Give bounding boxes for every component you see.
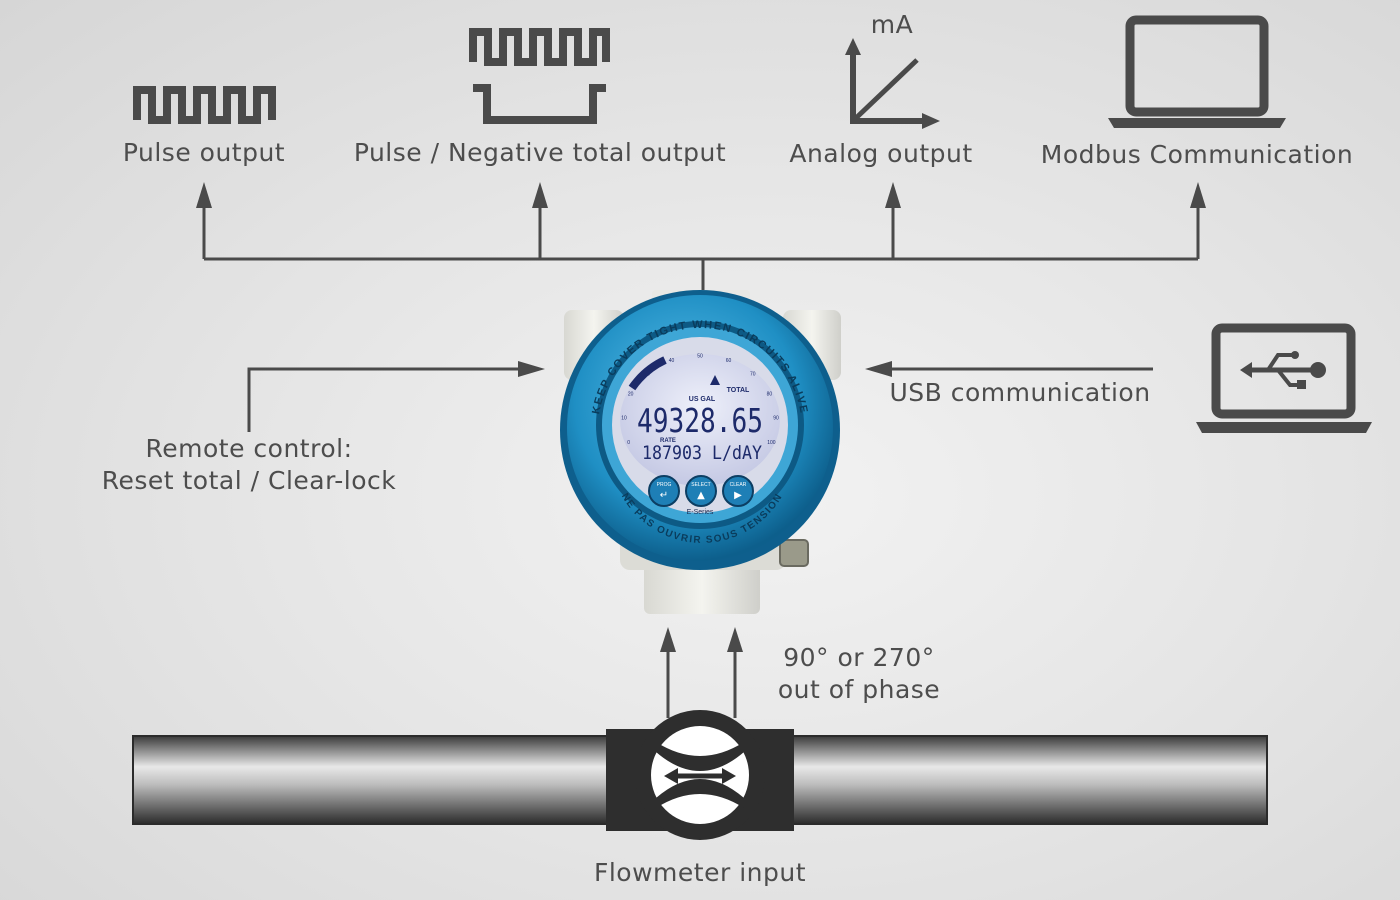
analog-graph-icon bbox=[845, 38, 940, 129]
flowmeter-signal-arrows bbox=[660, 627, 743, 718]
remote-control-label: Remote control: bbox=[145, 434, 353, 463]
scale-tick-label: 20 bbox=[628, 392, 634, 398]
remote-control-arrow bbox=[247, 361, 545, 432]
display-rate-label: RATE bbox=[660, 438, 676, 444]
bargraph-indicator bbox=[628, 356, 667, 391]
pulse-output-label: Pulse output bbox=[122, 138, 286, 167]
modbus-label: Modbus Communication bbox=[1040, 140, 1354, 169]
device-button-label: PROG bbox=[657, 482, 672, 488]
device-button-symbol-icon: ↵ bbox=[660, 490, 668, 501]
scale-tick-label: 0 bbox=[627, 440, 630, 446]
display-rate-value: 187903 L/dAY bbox=[642, 442, 762, 464]
remote-control-sub-label: Reset total / Clear-lock bbox=[101, 466, 397, 495]
pulse-wave-icon-2 bbox=[469, 28, 610, 66]
analog-output-label: Analog output bbox=[789, 139, 973, 168]
pulse-negative-output-label: Pulse / Negative total output bbox=[353, 138, 727, 167]
scale-tick-label: 70 bbox=[750, 372, 756, 378]
usb-arrow bbox=[865, 361, 1153, 377]
device-buttons: PROG ↵ SELECT ▲ CLEAR ▶ bbox=[648, 475, 754, 507]
device-button-prog[interactable]: PROG ↵ bbox=[648, 475, 680, 507]
scale-tick-label: 90 bbox=[773, 416, 779, 422]
flowmeter-body bbox=[606, 710, 794, 840]
laptop-icon bbox=[1108, 15, 1286, 128]
phase-sub-label: out of phase bbox=[777, 675, 941, 704]
device-button-label: CLEAR bbox=[730, 482, 747, 488]
lcd-display bbox=[620, 354, 780, 486]
scale-tick-label: 100 bbox=[767, 440, 776, 446]
display-total-value: 49328.65 bbox=[637, 401, 763, 440]
usb-laptop-icon bbox=[1196, 323, 1372, 433]
negative-total-wave-icon bbox=[473, 84, 606, 124]
output-bus-lines bbox=[202, 198, 1200, 292]
series-label: E-Series bbox=[687, 509, 714, 516]
device-button-symbol-icon: ▲ bbox=[697, 490, 705, 501]
device-button-symbol-icon: ▶ bbox=[734, 490, 742, 501]
device-button-select[interactable]: SELECT ▲ bbox=[685, 475, 717, 507]
scale-tick-label: 10 bbox=[621, 416, 627, 422]
analog-unit-label: mA bbox=[870, 10, 914, 39]
flowmeter-label: Flowmeter input bbox=[593, 858, 807, 887]
total-pointer-icon bbox=[710, 375, 720, 385]
scale-tick-label: 40 bbox=[669, 358, 675, 364]
scale-tick-label: 80 bbox=[767, 392, 773, 398]
output-arrowheads bbox=[196, 182, 1206, 208]
scale-tick-label: 60 bbox=[726, 358, 732, 364]
usb-label: USB communication bbox=[889, 378, 1151, 407]
device-button-clear[interactable]: CLEAR ▶ bbox=[722, 475, 754, 507]
flow-left-arrow-icon bbox=[664, 768, 678, 784]
display-total-label: TOTAL bbox=[727, 387, 750, 394]
scale-tick-label: 50 bbox=[697, 353, 703, 359]
usb-symbol-icon bbox=[1240, 351, 1326, 389]
display-unit: US GAL bbox=[689, 396, 716, 403]
pulse-wave-icon bbox=[133, 86, 276, 124]
flow-right-arrow-icon bbox=[722, 768, 736, 784]
phase-label: 90° or 270° bbox=[783, 643, 935, 672]
device-button-label: SELECT bbox=[691, 482, 710, 488]
